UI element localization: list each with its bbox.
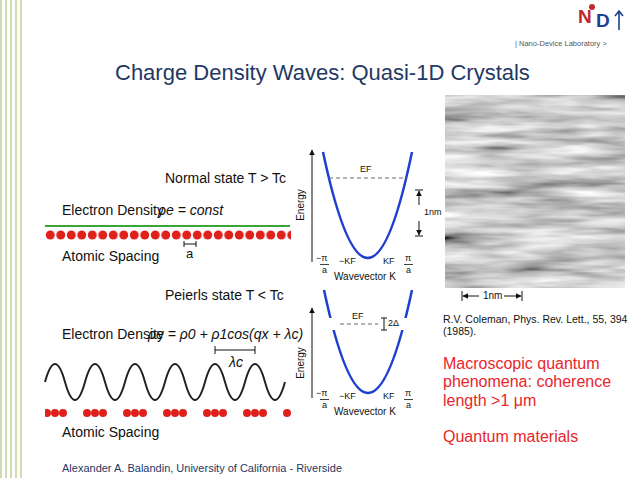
logo-letter: N (578, 6, 592, 28)
tick-label: KF (383, 391, 395, 401)
stm-image (445, 95, 625, 288)
logo-arrow (615, 11, 623, 30)
tick-label: −π (316, 253, 327, 263)
fraction-bar (320, 264, 329, 265)
gap-label: 2Δ (388, 318, 399, 328)
tick-label: a (406, 265, 411, 275)
state-label: Normal state T > Tc (165, 170, 286, 186)
wavelength-bracket (215, 346, 255, 354)
axis-label: Energy (295, 189, 307, 221)
tick-label: π (405, 253, 411, 263)
logo-letter: D (596, 10, 610, 32)
energy-axis (312, 150, 313, 262)
tick-label: a (322, 265, 327, 275)
scale-arrow (463, 296, 479, 297)
highlight-note: Quantum materials (443, 428, 578, 446)
axis-label: Energy (295, 347, 307, 379)
fermi-level (329, 178, 407, 179)
scale-cap (415, 190, 423, 236)
axis-label: Wavevector K (334, 406, 396, 418)
tick-label: −KF (339, 391, 356, 401)
footer-credit: Alexander A. Balandin, University of Cal… (62, 462, 342, 475)
fermi-level (340, 324, 378, 325)
side-stripes (0, 0, 22, 478)
spacing-label: a (186, 247, 193, 262)
tick-label: a (406, 400, 411, 410)
scale-arrow (419, 191, 420, 205)
axis-label: Wavevector K (334, 271, 396, 283)
slide-title: Charge Density Waves: Quasi-1D Crystals (115, 60, 530, 85)
atom-row (45, 408, 291, 418)
row-label: Atomic Spacing (62, 248, 159, 264)
row-label: Electron Density (62, 202, 164, 218)
tick-label: −π (316, 388, 327, 398)
wavelength-label: λc (229, 354, 243, 370)
tick-label: a (322, 400, 327, 410)
fermi-label: EF (360, 164, 372, 174)
band-parabola (324, 290, 412, 393)
tick-label: KF (383, 256, 395, 266)
scale-label: 1nm (483, 290, 502, 302)
scale-arrow (504, 296, 521, 297)
atom-row (45, 230, 291, 240)
scale-label: 1nm (424, 207, 442, 217)
density-wave (45, 364, 285, 400)
tick-label: π (405, 388, 411, 398)
lab-name: | Nano-Device Laboratory > (515, 40, 607, 49)
density-formula: ρe = ρ0 + ρ1cos(qx + λc) (148, 326, 303, 342)
fraction-bar (404, 264, 413, 265)
band-gap (327, 318, 339, 330)
state-label: Peierls state T < Tc (165, 287, 284, 303)
density-line (45, 225, 290, 227)
tick-label: −KF (339, 256, 356, 266)
scale-cap (462, 291, 522, 301)
fermi-label: EF (352, 311, 364, 321)
highlight-note: Macroscopic quantum phenomena: coherence… (443, 355, 628, 410)
energy-axis (312, 308, 313, 398)
scale-arrow (419, 221, 420, 235)
fraction-bar (404, 399, 413, 400)
band-parabola (323, 152, 412, 258)
row-label: Atomic Spacing (62, 424, 159, 440)
density-formula: ρe = const (158, 202, 223, 218)
citation: R.V. Coleman, Phys. Rev. Lett., 55, 394 … (443, 313, 628, 337)
gap-bracket (381, 318, 387, 330)
fraction-bar (320, 399, 329, 400)
